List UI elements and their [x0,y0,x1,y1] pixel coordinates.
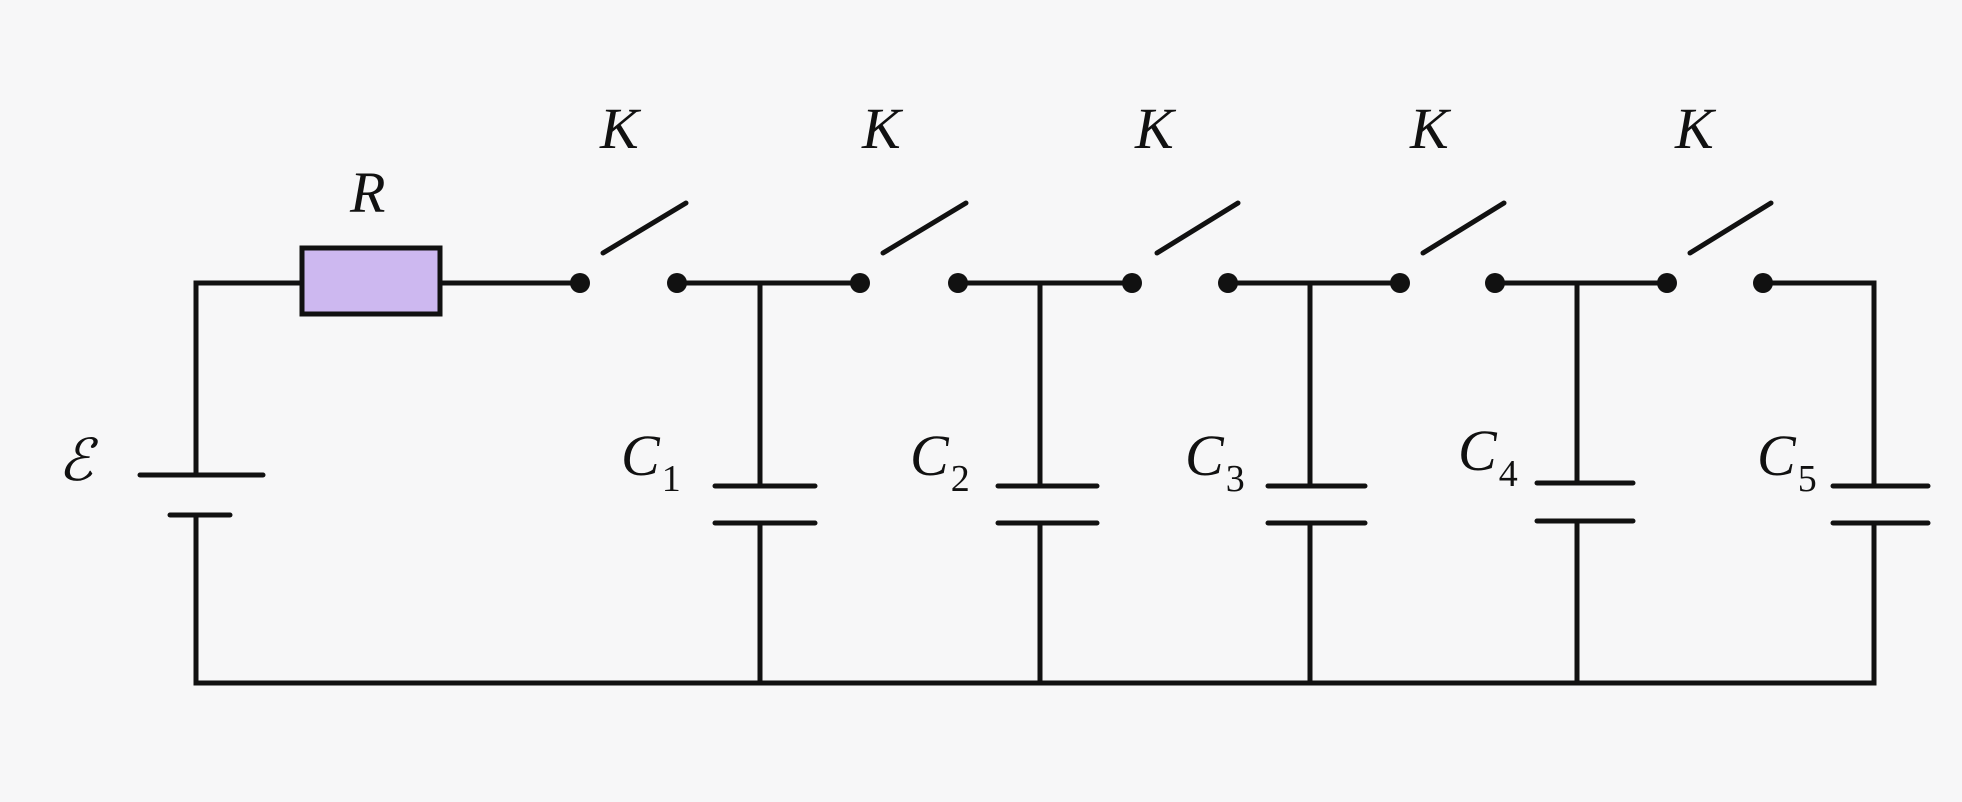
switch-2-blade [880,200,969,256]
capacitor-3-label: C3 [1185,423,1245,500]
battery [137,280,266,686]
capacitor-5-label: C5 [1757,423,1817,500]
switch-5-label: K [1674,96,1717,161]
capacitor-4-label: C4 [1458,418,1518,495]
capacitor-5: C5 [1757,280,1931,686]
capacitor-3: C3 [1185,280,1368,686]
capacitor-1: C1 [621,280,818,686]
switch-1-blade [600,200,689,256]
switch-2-label: K [861,96,904,161]
switch-1-label: K [599,96,642,161]
resistor-label: R [349,160,385,225]
switch-3-blade [1154,200,1241,256]
switch-2-left-terminal [850,273,870,293]
switch-3-left-terminal [1122,273,1142,293]
capacitor-1-label: C1 [621,423,681,500]
resistor [299,245,443,317]
switch-5-left-terminal [1657,273,1677,293]
switch-4-blade [1420,200,1507,256]
switch-1-left-terminal [570,273,590,293]
switch-4-left-terminal [1390,273,1410,293]
switch-4-label: K [1409,96,1452,161]
switch-2: K [850,96,969,293]
capacitor-2: C2 [910,280,1100,686]
switch-5: K [1657,96,1774,293]
capacitor-4: C4 [1458,280,1636,686]
switch-1: K [570,96,689,293]
emf-label: ℰ [58,428,99,493]
switch-3-label: K [1134,96,1177,161]
switch-5-blade [1687,200,1774,256]
switch-3: K [1122,96,1241,293]
switch-4: K [1390,96,1507,293]
capacitor-2-label: C2 [910,423,970,500]
